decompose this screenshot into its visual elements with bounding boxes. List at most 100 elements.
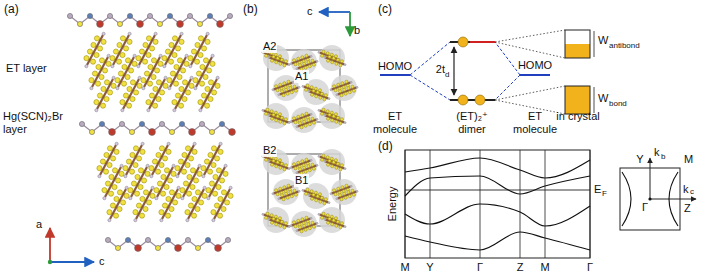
sulfur-atom bbox=[120, 53, 125, 58]
sulfur-atom bbox=[351, 189, 354, 192]
anion-atom bbox=[89, 129, 94, 134]
sulfur-atom bbox=[345, 184, 348, 187]
fermi-surface bbox=[669, 172, 678, 226]
figure-label: HOMO bbox=[378, 60, 412, 73]
hydrogen-atom bbox=[141, 142, 144, 145]
sulfur-atom bbox=[140, 196, 145, 201]
sulfur-atom bbox=[103, 169, 108, 174]
figure-label: A2 bbox=[262, 40, 277, 53]
anion-atom bbox=[129, 129, 134, 134]
sulfur-atom bbox=[279, 62, 282, 65]
sulfur-atom bbox=[107, 210, 112, 215]
sulfur-atom bbox=[312, 225, 315, 228]
sulfur-atom bbox=[326, 52, 329, 55]
sulfur-atom bbox=[339, 194, 342, 197]
sulfur-atom bbox=[157, 181, 162, 186]
sulfur-atom bbox=[321, 158, 324, 161]
sulfur-atom bbox=[311, 59, 314, 62]
sulfur-atom bbox=[323, 202, 326, 205]
sulfur-atom bbox=[281, 194, 284, 197]
et-molecule-backbone bbox=[270, 220, 289, 227]
anion-atom bbox=[147, 13, 152, 18]
hydrogen-atom bbox=[330, 193, 332, 195]
sulfur-atom bbox=[212, 191, 217, 196]
sulfur-atom bbox=[279, 120, 282, 123]
hydrogen-atom bbox=[350, 81, 352, 83]
sulfur-atom bbox=[332, 115, 335, 118]
sulfur-atom bbox=[203, 75, 208, 80]
hydrogen-atom bbox=[262, 213, 264, 215]
hydrogen-atom bbox=[268, 56, 270, 58]
sulfur-atom bbox=[336, 58, 339, 61]
sulfur-atom bbox=[191, 213, 196, 218]
figure-label: in crystal bbox=[556, 110, 600, 123]
sulfur-atom bbox=[315, 95, 318, 98]
sulfur-atom bbox=[280, 220, 283, 223]
sulfur-atom bbox=[305, 54, 308, 57]
sulfur-atom bbox=[312, 167, 315, 170]
sulfur-atom bbox=[344, 92, 347, 95]
figure-label: F bbox=[602, 189, 607, 198]
sulfur-atom bbox=[103, 68, 108, 73]
figure-label: 2t bbox=[436, 63, 445, 76]
hydrogen-atom bbox=[115, 142, 118, 145]
hydrogen-atom bbox=[268, 114, 270, 116]
hydrogen-atom bbox=[262, 109, 264, 111]
et-molecule-backbone bbox=[298, 62, 317, 69]
sulfur-atom bbox=[212, 90, 217, 95]
sulfur-atom bbox=[125, 58, 130, 63]
sulfur-atom bbox=[130, 97, 135, 102]
anion-atom bbox=[229, 129, 236, 136]
sulfur-atom bbox=[334, 193, 337, 196]
figure-label: Y bbox=[426, 261, 433, 274]
hydrogen-atom bbox=[137, 65, 140, 68]
sulfur-atom bbox=[136, 56, 141, 61]
sulfur-atom bbox=[299, 226, 302, 229]
hydrogen-atom bbox=[199, 109, 202, 112]
sulfur-atom bbox=[158, 61, 163, 66]
splitting-arrow bbox=[453, 47, 454, 95]
sulfur-atom bbox=[111, 83, 116, 88]
sulfur-atom bbox=[99, 58, 104, 63]
sulfur-atom bbox=[164, 168, 169, 173]
hydrogen-atom bbox=[324, 56, 326, 58]
sulfur-atom bbox=[305, 216, 308, 219]
sulfur-atom bbox=[169, 42, 174, 47]
sulfur-atom bbox=[326, 156, 329, 159]
hydrogen-atom bbox=[173, 109, 176, 112]
sulfur-atom bbox=[196, 71, 201, 76]
dimer-shade bbox=[263, 103, 289, 129]
hydrogen-atom bbox=[324, 160, 326, 162]
sulfur-atom bbox=[87, 49, 92, 54]
sulfur-atom bbox=[228, 193, 233, 198]
sulfur-atom bbox=[347, 191, 350, 194]
anion-atom bbox=[77, 21, 82, 26]
et-molecule-backbone bbox=[264, 215, 283, 222]
figure-label: M bbox=[540, 261, 549, 274]
hydrogen-atom bbox=[211, 54, 214, 57]
hydrogen-atom bbox=[278, 198, 280, 200]
sulfur-atom bbox=[337, 83, 340, 86]
figure-label: Y bbox=[636, 153, 643, 166]
sulfur-atom bbox=[293, 85, 296, 88]
anion-atom bbox=[79, 121, 84, 126]
sulfur-atom bbox=[327, 117, 330, 120]
sulfur-atom bbox=[97, 93, 102, 98]
figure-label: (c) bbox=[378, 3, 392, 17]
sulfur-atom bbox=[99, 75, 104, 80]
figure-label: Hg(SCN)₂Br layer bbox=[3, 110, 77, 135]
et-molecule-backbone bbox=[338, 88, 357, 95]
sulfur-atom bbox=[300, 126, 303, 129]
sulfur-atom bbox=[218, 196, 223, 201]
et-molecule-backbone bbox=[326, 220, 345, 227]
sulfur-atom bbox=[216, 168, 221, 173]
band-half-filled bbox=[565, 44, 590, 58]
correlation-line bbox=[410, 75, 450, 100]
et-molecule-backbone bbox=[270, 58, 289, 65]
sulfur-atom bbox=[153, 39, 158, 44]
hydrogen-atom bbox=[108, 219, 111, 222]
sulfur-atom bbox=[332, 57, 335, 60]
et-molecule-backbone bbox=[332, 187, 351, 194]
anion-atom bbox=[195, 245, 200, 250]
anion-atom bbox=[67, 13, 72, 18]
